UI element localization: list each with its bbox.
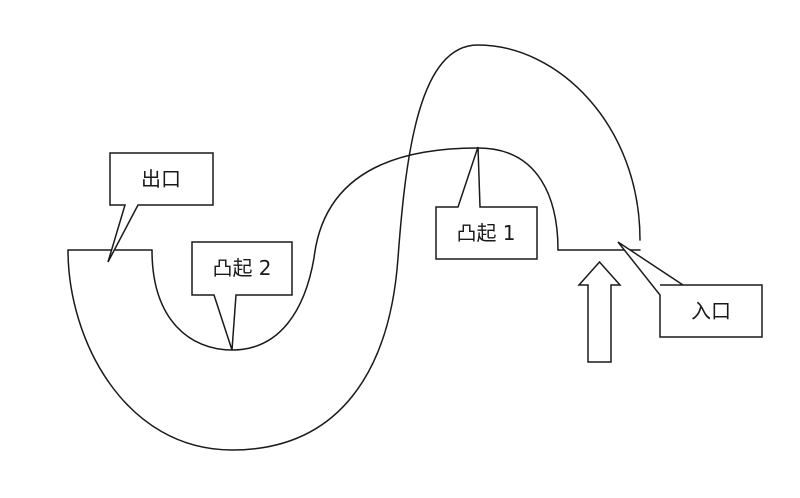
entrance-label: 入口: [691, 299, 731, 323]
bump2-callout: 凸起 2: [191, 241, 293, 351]
bump2-callout-box: [191, 241, 293, 351]
track-outer-boundary: [67, 44, 641, 451]
exit-callout: 出口: [107, 152, 214, 263]
track-inner-boundary: [151, 147, 559, 351]
bump1-callout-box: [435, 146, 538, 260]
entry-arrow-icon: [577, 260, 622, 363]
bump1-callout: 凸起 1: [435, 146, 538, 260]
exit-label: 出口: [141, 167, 181, 191]
bump1-label: 凸起 1: [456, 221, 515, 245]
entrance-callout-box: [617, 241, 763, 338]
entrance-callout: 入口: [617, 241, 763, 338]
exit-callout-box: [107, 152, 214, 263]
bump2-label: 凸起 2: [212, 256, 271, 280]
